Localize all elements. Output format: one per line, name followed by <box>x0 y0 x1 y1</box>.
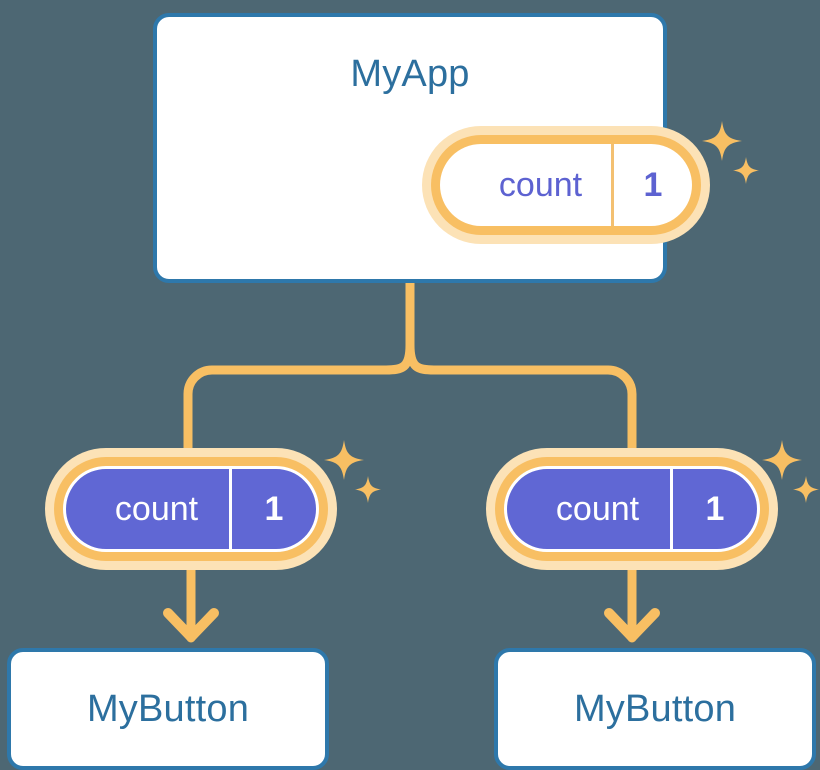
state-pill-body: count 1 <box>440 144 692 226</box>
component-card-title: MyApp <box>350 53 470 95</box>
sparkle-icon <box>762 440 802 480</box>
sparkle-small-icon <box>793 476 819 503</box>
sparkle-icon <box>702 121 742 161</box>
state-pill-ring: count 1 <box>495 457 769 561</box>
state-pill-branch-left[interactable]: count 1 <box>45 448 337 570</box>
state-pill-myapp[interactable]: count 1 <box>422 126 710 244</box>
arrow-down-icon-left <box>163 577 219 643</box>
state-pill-ring: count 1 <box>54 457 328 561</box>
state-pill-value: 1 <box>264 490 284 528</box>
state-pill-body: count 1 <box>63 466 319 552</box>
state-pill-key: count <box>555 490 640 528</box>
state-pill-key: count <box>498 166 583 204</box>
component-card-mybutton-left[interactable]: MyButton <box>7 648 329 770</box>
state-pill-divider <box>229 469 232 549</box>
state-pill-body: count 1 <box>504 466 760 552</box>
state-pill-key: count <box>114 490 199 528</box>
sparkle-small-icon <box>355 476 381 503</box>
state-pill-branch-right[interactable]: count 1 <box>486 448 778 570</box>
state-pill-divider <box>611 144 614 226</box>
state-pill-ring: count 1 <box>431 135 701 235</box>
component-card-title: MyButton <box>573 688 737 730</box>
state-pill-value: 1 <box>643 166 663 204</box>
arrow-down-icon-right <box>604 577 660 643</box>
component-card-myapp[interactable]: MyApp count 1 <box>153 13 759 283</box>
state-pill-divider <box>670 469 673 549</box>
sparkle-small-icon <box>733 157 759 184</box>
sparkle-icon <box>324 440 364 480</box>
component-card-mybutton-right[interactable]: MyButton <box>494 648 816 770</box>
state-pill-value: 1 <box>705 490 725 528</box>
component-card-title: MyButton <box>86 688 250 730</box>
